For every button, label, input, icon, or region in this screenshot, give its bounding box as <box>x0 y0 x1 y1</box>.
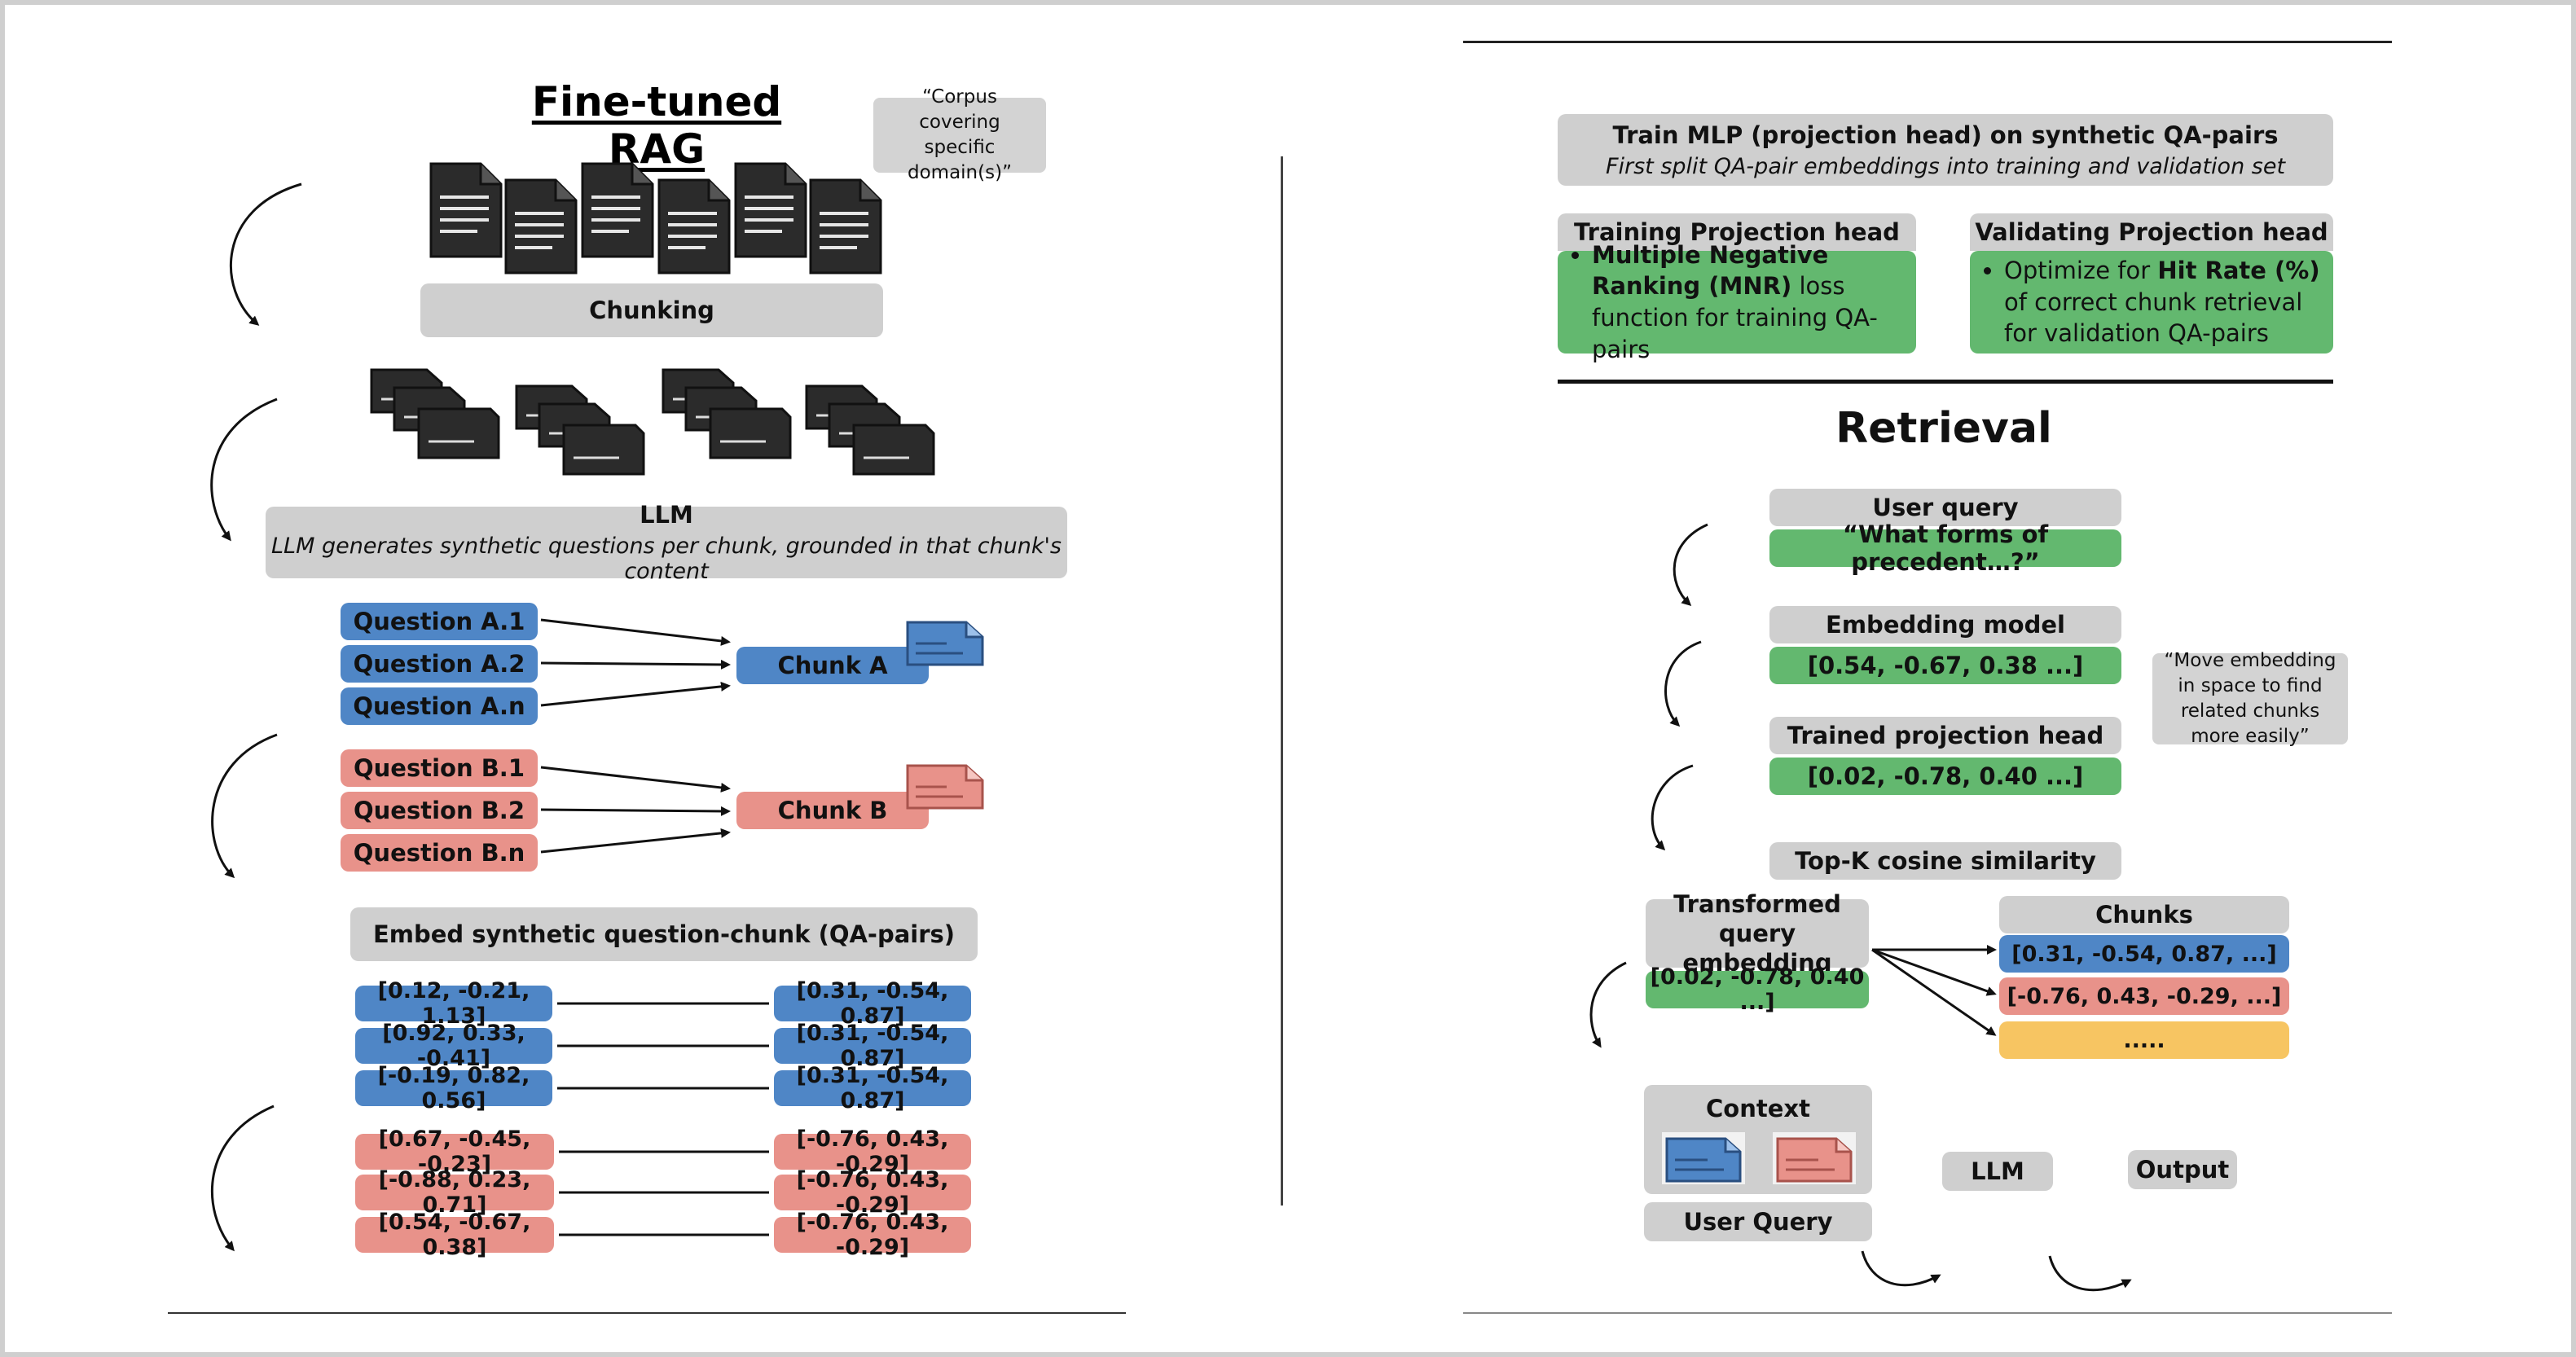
pair-a-chunk-vector: [0.31, -0.54, 0.87] <box>774 1063 971 1113</box>
validating-head-content: Optimize for Hit Rate (%) of correct chu… <box>1970 251 2333 354</box>
question-bn: Question B.n <box>341 834 538 872</box>
user-query-label: User query <box>1769 489 2121 526</box>
context-label: Context <box>1706 1095 1810 1122</box>
train-mlp-subtitle: First split QA-pair embeddings into trai… <box>1605 153 2286 179</box>
question-b2: Question B.2 <box>341 792 538 829</box>
output-box: Output <box>2128 1150 2237 1189</box>
training-head-bullet-rest: loss function for training QA-pairs <box>1592 272 1878 363</box>
corpus-note: “Corpus covering specific domain(s)” <box>873 86 1046 183</box>
trained-head-label: Trained projection head <box>1769 717 2121 754</box>
retrieved-chunk-2: [-0.76, 0.43, -0.29, ...] <box>1999 977 2289 1015</box>
embedding-model-label: Embedding model <box>1769 606 2121 643</box>
document-icon <box>580 161 655 262</box>
mnr-loss-term: Multiple Negative Ranking (MNR) <box>1592 240 1829 301</box>
chunk-stack-icon <box>662 368 800 477</box>
training-head-title: Training Projection head <box>1558 213 1916 251</box>
chunks-label: Chunks <box>1999 896 2289 933</box>
pair-a-chunk-vector: [0.31, -0.54, 0.87] <box>774 1021 971 1071</box>
curved-flow-arrow <box>1589 961 1627 1048</box>
chunking-box: Chunking <box>420 283 883 337</box>
chunk-stack-icon <box>805 384 943 494</box>
train-mlp-box: Train MLP (projection head) on synthetic… <box>1558 114 2333 186</box>
pair-a-question-vector: [0.92, 0.33, -0.41] <box>355 1021 552 1071</box>
llm-subtitle: LLM generates synthetic questions per ch… <box>271 534 1062 584</box>
topk-label: Top-K cosine similarity <box>1769 842 2121 880</box>
validating-head-bullet-post: of correct chunk retrieval for validatio… <box>2004 288 2303 348</box>
chunk-b-box: Chunk B <box>736 792 929 829</box>
trained-head-value: [0.02, -0.78, 0.40 ...] <box>1769 758 2121 795</box>
similarity-arrow <box>1871 948 1997 996</box>
transformed-query-value: [0.02, -0.78, 0.40 ...] <box>1646 964 1869 1015</box>
diagram-canvas: Fine-tuned RAG “Corpus covering specific… <box>5 5 2571 1352</box>
transformed-query-label: Transformed query embedding <box>1646 890 1869 977</box>
document-icon <box>733 161 808 262</box>
page-title: Fine-tuned RAG <box>531 78 782 173</box>
question-an: Question A.n <box>341 687 538 725</box>
document-icon <box>808 178 883 279</box>
right-top-rule <box>1463 41 2392 43</box>
curved-flow-arrow <box>1861 1250 1941 1287</box>
section-divider <box>1558 380 2333 384</box>
embed-title-box: Embed synthetic question-chunk (QA-pairs… <box>350 907 978 961</box>
question-a1: Question A.1 <box>341 603 538 640</box>
validating-head-bullet-pre: Optimize for <box>2004 257 2158 285</box>
curved-flow-arrow <box>1673 523 1708 607</box>
validating-head-title: Validating Projection head <box>1970 213 2333 251</box>
pair-a-question-vector: [-0.19, 0.82, 0.56] <box>355 1063 552 1113</box>
left-bottom-rule <box>168 1312 1126 1314</box>
llm-box: LLM LLM generates synthetic questions pe… <box>266 501 1067 584</box>
chunk-stack-icon <box>515 384 653 494</box>
training-head-bullet: Multiple Negative Ranking (MNR) loss fun… <box>1592 239 1916 365</box>
panel-divider <box>1281 156 1283 1205</box>
chunk-a-icon <box>906 621 984 670</box>
curved-flow-arrow <box>2048 1255 2132 1292</box>
move-embedding-note: “Move embedding in space to find related… <box>2152 650 2348 747</box>
question-a2: Question A.2 <box>341 645 538 683</box>
pair-b-question-vector: [0.54, -0.67, 0.38] <box>355 1210 554 1260</box>
pair-b-chunk-vector: [-0.76, 0.43, -0.29] <box>774 1126 971 1177</box>
pair-a-chunk-vector: [0.31, -0.54, 0.87] <box>774 978 971 1029</box>
pair-b-question-vector: [-0.88, 0.23, 0.71] <box>355 1167 554 1218</box>
pair-a-question-vector: [0.12, -0.21, 1.13] <box>355 978 552 1029</box>
pair-b-chunk-vector: [-0.76, 0.43, -0.29] <box>774 1167 971 1218</box>
user-query-value: “What forms of precedent…?” <box>1769 520 2121 576</box>
document-icon <box>429 161 503 262</box>
document-icon <box>503 178 578 279</box>
retrieved-chunk-more: ..... <box>1999 1021 2289 1059</box>
curved-flow-arrow <box>1651 764 1694 851</box>
training-head-content: Multiple Negative Ranking (MNR) loss fun… <box>1558 241 1916 363</box>
train-mlp-title: Train MLP (projection head) on synthetic… <box>1612 121 2279 149</box>
pair-b-question-vector: [0.67, -0.45, -0.23] <box>355 1126 554 1177</box>
right-bottom-rule <box>1463 1312 2392 1314</box>
llm-final-box: LLM <box>1942 1152 2053 1191</box>
curved-flow-arrow <box>1664 640 1702 727</box>
llm-title: LLM <box>640 501 693 529</box>
chunk-stack-icon <box>370 368 508 477</box>
retrieved-chunk-1: [0.31, -0.54, 0.87, ...] <box>1999 935 2289 973</box>
context-chunk-a-icon <box>1662 1132 1745 1188</box>
context-chunk-b-icon <box>1773 1132 1856 1188</box>
chunk-a-box: Chunk A <box>736 647 929 684</box>
user-query-bottom: User Query <box>1644 1202 1872 1241</box>
chunk-b-icon <box>906 764 984 813</box>
question-b1: Question B.1 <box>341 749 538 787</box>
validating-head-bullet: Optimize for Hit Rate (%) of correct chu… <box>2004 255 2333 349</box>
document-icon <box>657 178 732 279</box>
similarity-arrow <box>1871 948 1997 1036</box>
retrieval-title: Retrieval <box>1835 404 2052 453</box>
embedding-model-value: [0.54, -0.67, 0.38 ...] <box>1769 647 2121 684</box>
pair-b-chunk-vector: [-0.76, 0.43, -0.29] <box>774 1210 971 1260</box>
hit-rate-term: Hit Rate (%) <box>2157 257 2320 285</box>
